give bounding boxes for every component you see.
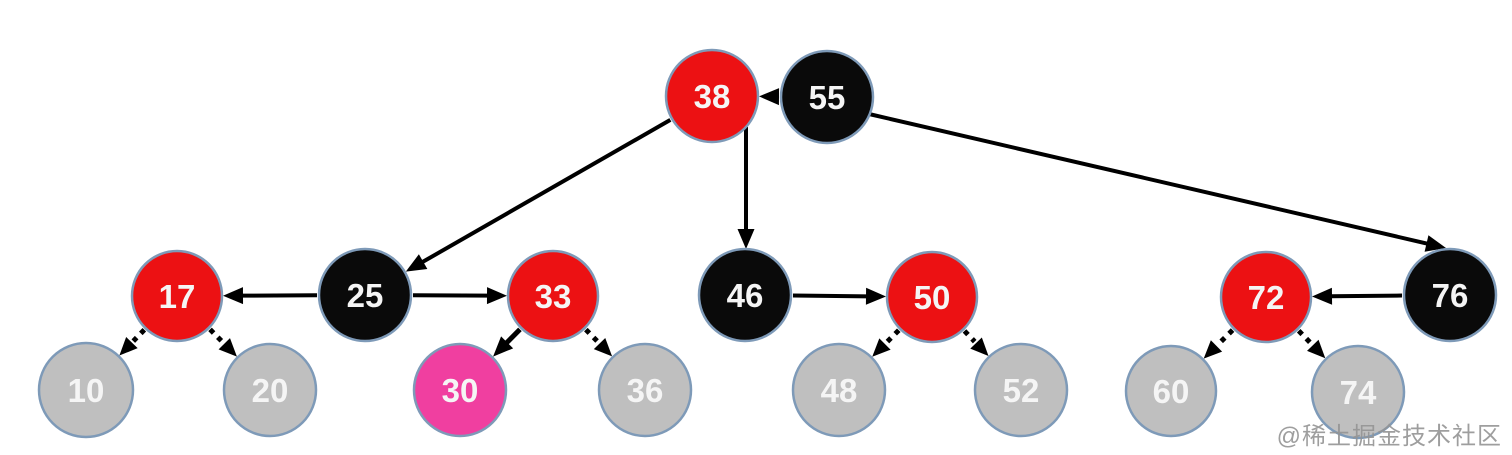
edge-line (503, 327, 522, 346)
tree-node-74: 74 (1310, 344, 1406, 440)
arrowhead-icon (737, 229, 755, 249)
edge-38-46-solid (737, 127, 755, 249)
edge-line (792, 293, 869, 299)
edge-25-17-solid (222, 287, 318, 305)
node-circle-black (317, 247, 413, 343)
arrowhead-icon (758, 88, 780, 106)
edge-17-10-dotted (119, 328, 147, 356)
edge-76-72-solid (1311, 287, 1403, 305)
tree-node-48: 48 (791, 342, 887, 438)
arrowhead-icon (593, 337, 613, 357)
edge-line (1216, 328, 1235, 347)
edge-25-33-solid (412, 287, 508, 305)
node-value: 33 (535, 278, 572, 315)
node-value: 10 (68, 372, 105, 409)
node-value: 36 (627, 372, 664, 409)
edge-line (884, 328, 901, 345)
node-circle-red (506, 249, 600, 343)
tree-node-38: 38 (664, 48, 760, 144)
node-circle-gray (37, 341, 135, 439)
node-value: 55 (809, 79, 846, 116)
node-circle-black (697, 247, 793, 343)
node-value: 17 (159, 278, 196, 315)
arrowhead-icon (493, 336, 514, 357)
edge-72-60-dotted (1203, 328, 1235, 359)
tree-node-76: 76 (1402, 247, 1498, 343)
edge-72-74-dotted (1296, 329, 1326, 359)
tree-node-36: 36 (597, 342, 693, 438)
edge-50-48-dotted (872, 328, 901, 357)
node-circle-gray (222, 342, 318, 438)
node-value: 20 (252, 372, 289, 409)
node-circle-black (1402, 247, 1498, 343)
arrowhead-icon (1307, 339, 1326, 359)
tree-node-10: 10 (37, 341, 135, 439)
node-circle-red (130, 249, 224, 343)
node-circle-red (885, 250, 979, 344)
node-value: 25 (347, 277, 384, 314)
tree-node-52: 52 (973, 342, 1069, 438)
edge-46-50-solid (792, 287, 887, 305)
node-circle-gray (597, 342, 693, 438)
tree-node-46: 46 (697, 247, 793, 343)
node-circle-pink (412, 342, 508, 438)
node-value: 30 (442, 372, 479, 409)
tree-node-33: 33 (506, 249, 600, 343)
node-value: 76 (1432, 277, 1469, 314)
edge-55-76-solid (868, 112, 1446, 252)
tree-node-17: 17 (130, 249, 224, 343)
node-value: 52 (1003, 372, 1040, 409)
node-circle-black (779, 49, 875, 145)
arrowhead-icon (222, 287, 244, 305)
node-value: 72 (1248, 279, 1285, 316)
edge-33-36-dotted (584, 327, 613, 357)
edge-50-52-dotted (962, 329, 989, 357)
edge-line (131, 328, 147, 343)
arrowhead-icon (872, 338, 891, 357)
node-circle-gray (1310, 344, 1406, 440)
edge-line (1296, 329, 1314, 346)
arrowhead-icon (1424, 235, 1446, 252)
edge-line (420, 118, 672, 265)
edge-55-38-solid (758, 88, 780, 106)
arrowhead-icon (1203, 340, 1223, 359)
tree-node-30: 30 (412, 342, 508, 438)
tree-node-25: 25 (317, 247, 413, 343)
arrowhead-icon (1311, 287, 1333, 305)
arrowhead-icon (218, 338, 237, 357)
edge-line (584, 327, 600, 344)
arrowhead-icon (486, 287, 508, 305)
arrowhead-icon (119, 337, 138, 356)
node-value: 48 (821, 372, 858, 409)
edge-line (868, 112, 1429, 246)
node-value: 38 (694, 78, 731, 115)
node-value: 46 (727, 277, 764, 314)
arrowhead-icon (405, 254, 428, 272)
edge-line (962, 329, 977, 344)
node-circle-gray (1124, 344, 1218, 438)
edge-line (208, 327, 225, 345)
node-value: 60 (1153, 373, 1190, 410)
node-circle-red (664, 48, 760, 144)
node-value: 50 (914, 279, 951, 316)
arrowhead-icon (865, 287, 887, 305)
arrowhead-icon (970, 337, 989, 357)
tree-node-60: 60 (1124, 344, 1218, 438)
edge-17-20-dotted (208, 327, 237, 357)
node-circle-red (1219, 250, 1313, 344)
edge-38-25-solid (405, 118, 672, 272)
tree-node-72: 72 (1219, 250, 1313, 344)
edge-line (1329, 293, 1403, 299)
tree-node-20: 20 (222, 342, 318, 438)
tree-node-50: 50 (885, 250, 979, 344)
tree-node-55: 55 (779, 49, 875, 145)
node-circle-gray (973, 342, 1069, 438)
edge-33-30-solid (493, 327, 522, 357)
node-value: 74 (1340, 374, 1377, 411)
node-circle-gray (791, 342, 887, 438)
